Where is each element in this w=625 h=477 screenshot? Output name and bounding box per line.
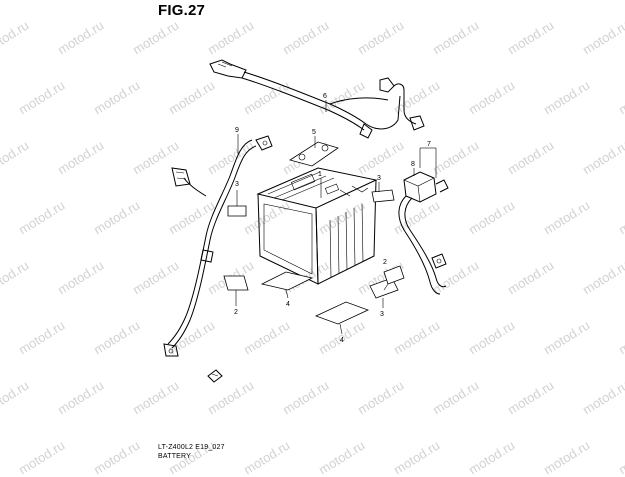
pad-3-right [371,189,395,203]
clip-part [207,369,223,383]
callout-3-left: 3 [235,181,239,188]
callout-6: 6 [323,93,327,100]
callout-3-right: 3 [377,175,381,182]
battery-1 [256,167,378,285]
cable-8 [398,171,449,295]
callout-4-upper: 4 [286,301,290,308]
pad-2-right [383,265,405,285]
callout-9: 9 [235,127,239,134]
pad-2-left [223,275,249,291]
pad-4-upper [260,271,314,291]
figure-caption-code: LT-Z400L2 E19_027 [158,444,225,451]
callout-5: 5 [312,129,316,136]
leader-lines [235,100,437,335]
callout-3-bottom: 3 [380,311,384,318]
callout-2-right: 2 [383,259,387,266]
cable-6 [209,59,425,139]
figure-caption-name: BATTERY [158,453,192,460]
callout-7: 7 [427,141,431,148]
callout-1: 1 [318,171,322,178]
plate-5 [289,141,339,167]
callout-labels: 1 2 2 3 3 3 4 4 5 6 7 8 9 [234,93,431,344]
cable-9 [163,135,273,357]
pad-3-left [227,205,247,217]
figure-title: FIG.27 [158,2,206,19]
callout-4-lower: 4 [340,337,344,344]
pad-4-lower [314,301,370,325]
callout-8: 8 [411,161,415,168]
callout-2-left: 2 [234,309,238,316]
